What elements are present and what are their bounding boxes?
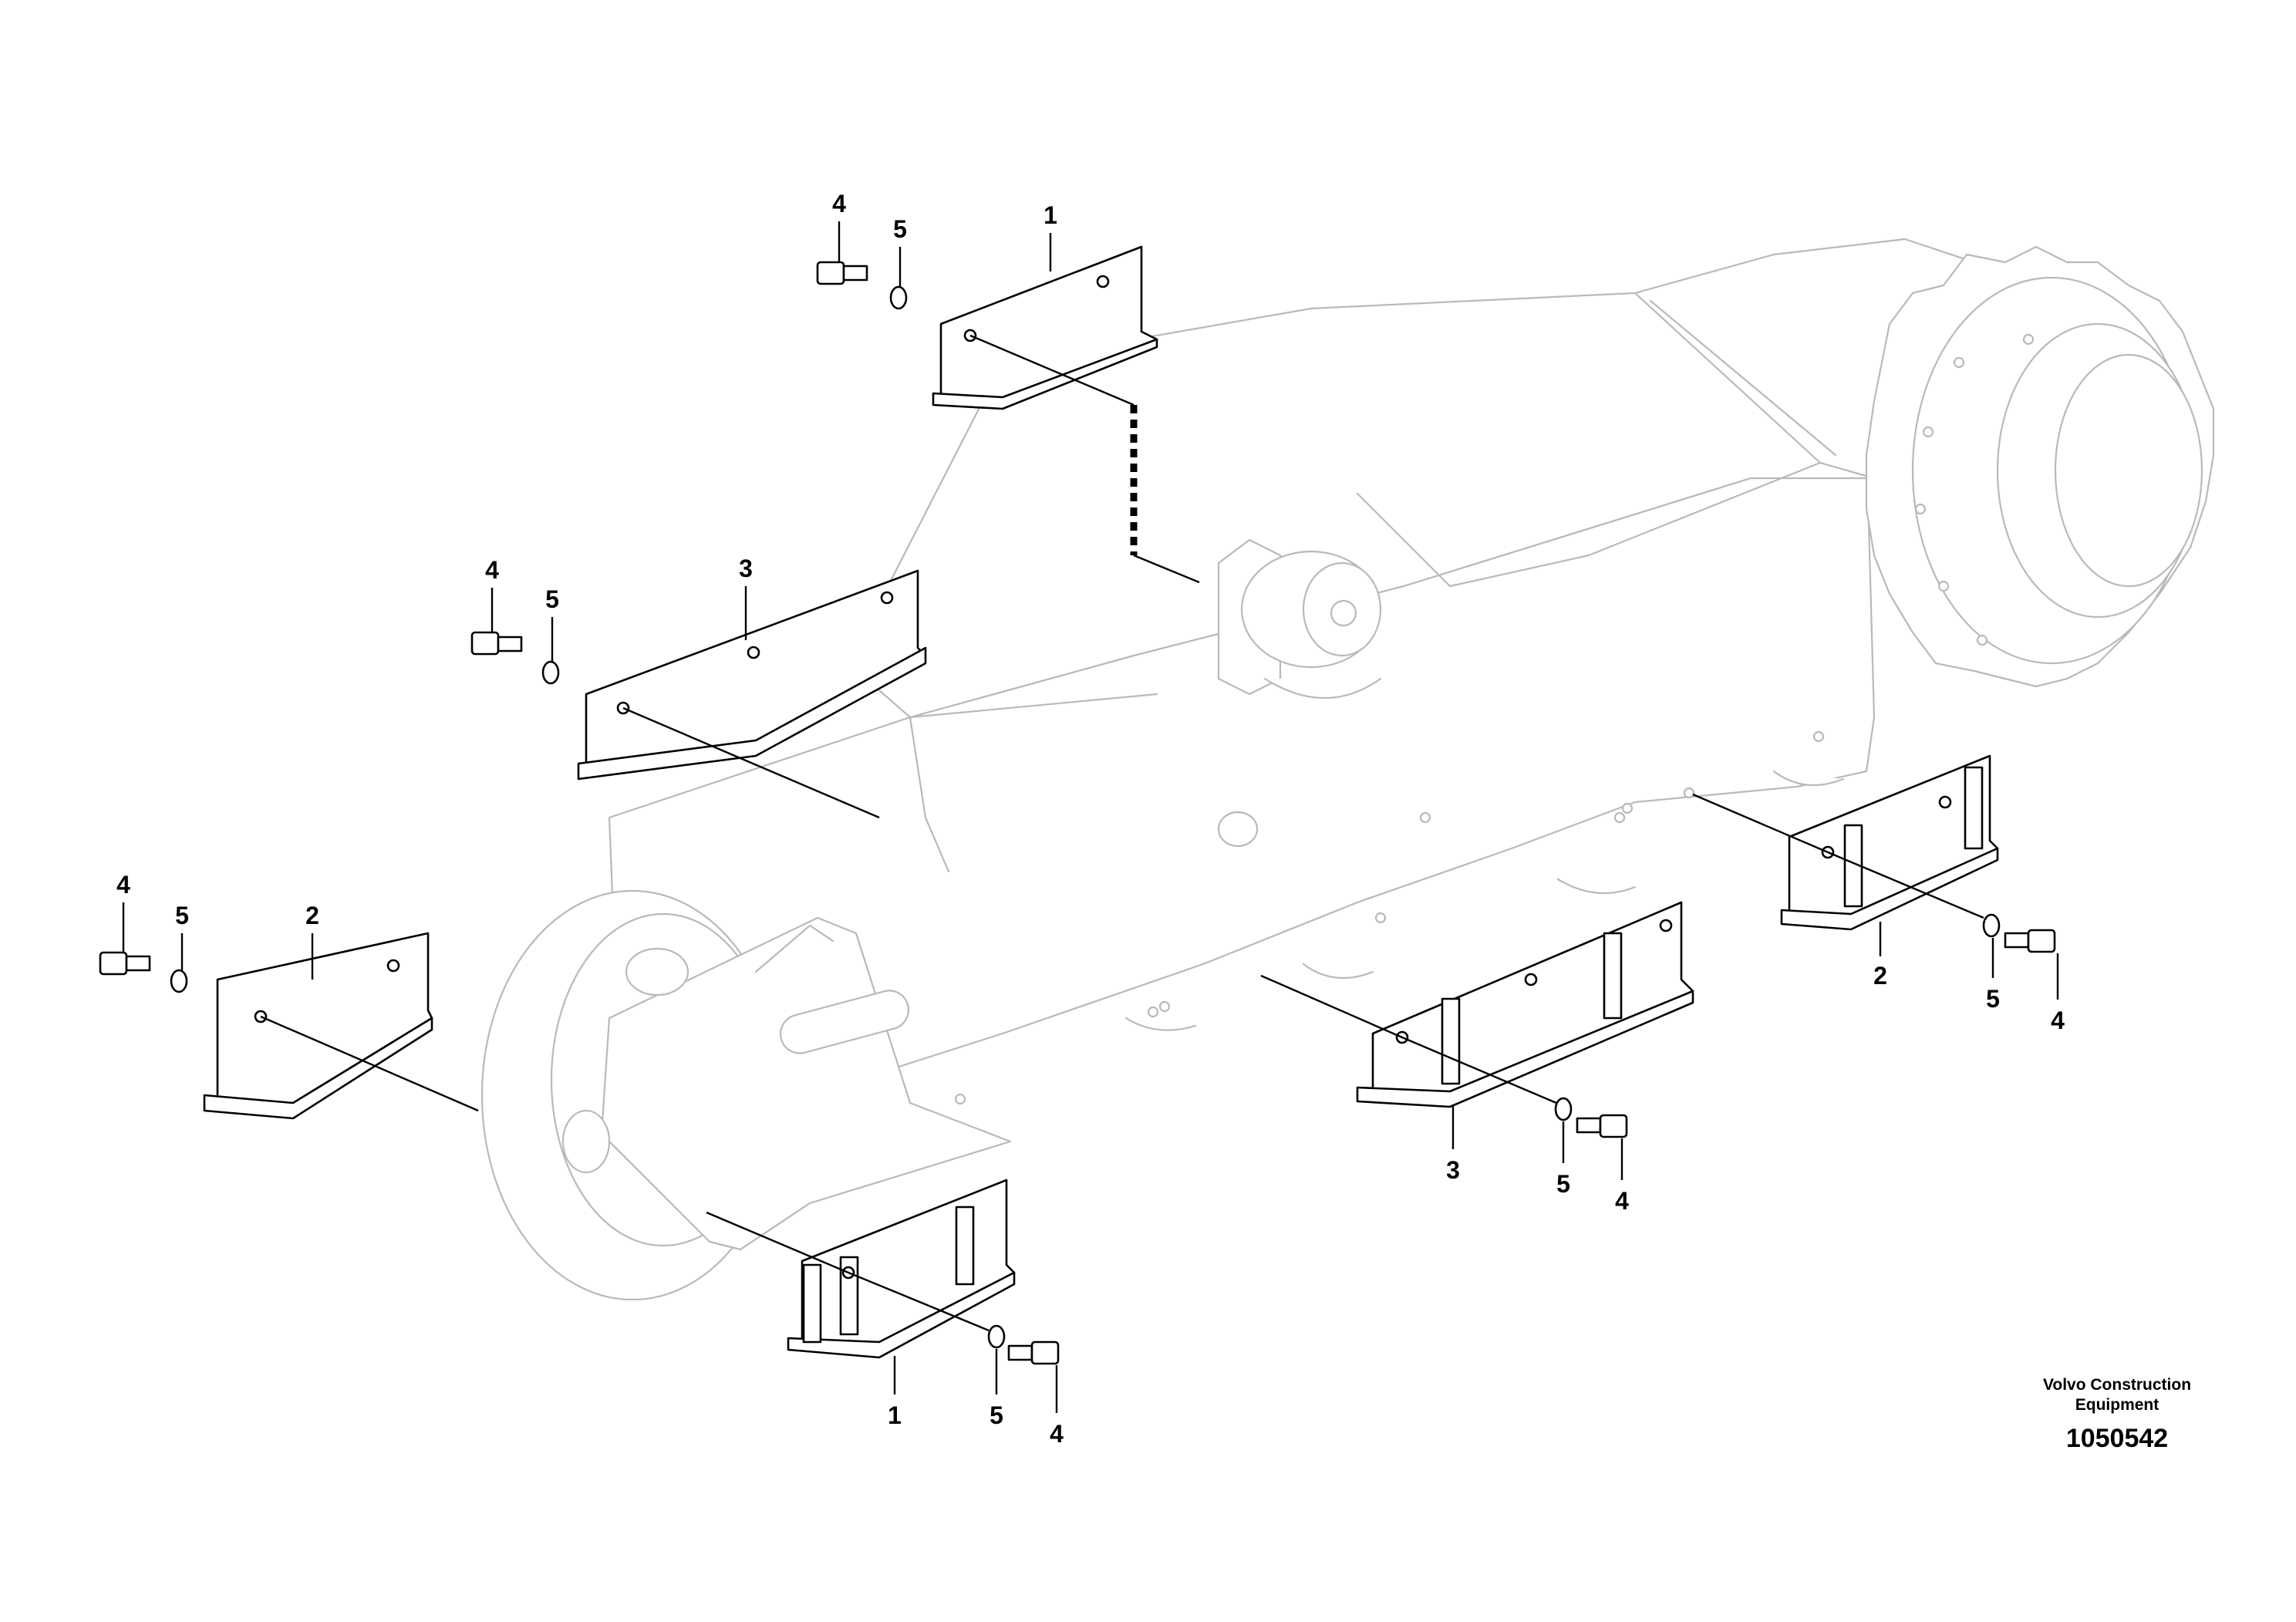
guard-bottom[interactable]	[787, 1179, 1016, 1359]
credit-line-2: Equipment	[2075, 1396, 2159, 1414]
callout-labels: 4 5 1 4 5 3 4 5 2 2 5 4 3 5 4 1 5 4	[116, 190, 2065, 1448]
credit-line-1: Volvo Construction	[2043, 1376, 2191, 1394]
callout-leaders	[122, 221, 2059, 1413]
front-idler-wheel	[480, 889, 1012, 1301]
callout-washer-2a: 5	[545, 585, 559, 613]
callout-guard-5a: 3	[1446, 1156, 1460, 1184]
callout-guard-6a: 1	[888, 1401, 902, 1429]
bolt-center[interactable]	[1576, 1114, 1628, 1138]
washer-left-lower[interactable]	[170, 969, 188, 993]
guard-center[interactable]	[1356, 901, 1694, 1108]
bolt-top[interactable]	[816, 261, 868, 285]
washer-center[interactable]	[1554, 1097, 1573, 1121]
guard-top[interactable]	[932, 245, 1158, 410]
callout-guard-3a: 2	[305, 902, 319, 929]
guard-right[interactable]	[1780, 754, 1999, 931]
document-number: 1050542	[2066, 1424, 2168, 1453]
footer: Volvo Construction Equipment 1050542	[2043, 1376, 2191, 1453]
callout-washer-5a: 5	[1556, 1170, 1570, 1198]
washer-left-upper[interactable]	[541, 660, 560, 685]
callout-part-3a: 4	[116, 871, 130, 899]
callout-part-6a: 4	[1050, 1420, 1064, 1448]
callout-part-1a: 4	[832, 190, 846, 218]
washer-bottom[interactable]	[987, 1324, 1006, 1349]
bolt-bottom[interactable]	[1007, 1340, 1060, 1365]
drive-sprocket	[1865, 245, 2215, 688]
washer-top[interactable]	[889, 285, 908, 310]
callout-washer-1a: 5	[893, 215, 907, 243]
callout-washer-3a: 5	[175, 902, 189, 929]
guard-left-lower[interactable]	[203, 932, 433, 1120]
callout-part-5a: 4	[1615, 1187, 1629, 1215]
callout-guard-1a: 1	[1043, 201, 1057, 229]
bolt-left-upper[interactable]	[470, 631, 523, 656]
callout-part-2a: 4	[485, 556, 499, 584]
callout-guard-4a: 2	[1873, 962, 1887, 990]
callout-part-4a: 4	[2051, 1007, 2065, 1034]
washer-right[interactable]	[1982, 913, 2001, 938]
callout-guard-2a: 3	[739, 555, 753, 582]
bolt-right[interactable]	[2004, 929, 2056, 953]
callout-washer-4a: 5	[1986, 985, 2000, 1013]
callout-washer-6a: 5	[990, 1401, 1003, 1429]
carrier-roller	[1217, 538, 1382, 700]
bolt-left-lower[interactable]	[99, 951, 151, 976]
